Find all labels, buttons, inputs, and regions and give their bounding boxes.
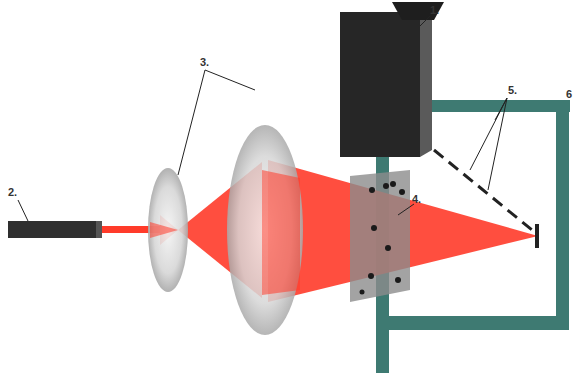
hopper-box bbox=[340, 12, 420, 157]
leader-lines bbox=[18, 16, 507, 221]
laser-end bbox=[96, 221, 102, 238]
hopper-side bbox=[420, 6, 432, 157]
callout-number: 4. bbox=[412, 193, 421, 205]
callout-number: 3. bbox=[200, 56, 209, 68]
detector bbox=[535, 224, 539, 248]
laser-beam bbox=[262, 170, 300, 295]
laser-beam bbox=[268, 160, 538, 302]
particles bbox=[360, 181, 406, 295]
laser-body bbox=[8, 221, 102, 238]
dashed-line bbox=[434, 150, 537, 234]
callout-number: 1. bbox=[430, 4, 439, 16]
hopper-funnel bbox=[392, 2, 444, 20]
callout-number: 5. bbox=[508, 84, 517, 96]
callout-number: 2. bbox=[8, 186, 17, 198]
particle-plate bbox=[350, 170, 410, 302]
lens bbox=[227, 125, 303, 335]
lens bbox=[148, 168, 188, 292]
laser-beam bbox=[150, 222, 178, 238]
callout-number: 6 bbox=[566, 88, 572, 100]
